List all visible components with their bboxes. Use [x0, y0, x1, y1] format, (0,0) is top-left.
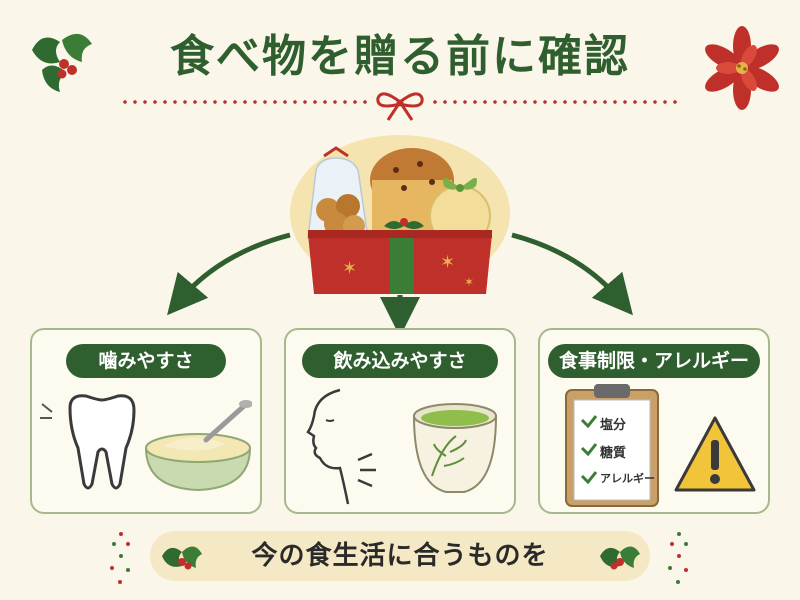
sparkle-dots-right: [668, 532, 688, 584]
checklist-item-allergy: アレルギー: [600, 472, 655, 485]
holly-icon: [600, 546, 640, 570]
sparkle-dots-left: [110, 532, 130, 584]
footer-banner: [150, 531, 650, 581]
ribbon-bow-icon: [376, 92, 424, 121]
checklist-item-salt: 塩分: [600, 418, 627, 433]
card-label-swallowability: 飲み込みやすさ: [302, 344, 498, 378]
checklist-item-sugar: 糖質: [600, 446, 627, 461]
divider-right: [430, 100, 680, 104]
svg-text:✶: ✶: [342, 258, 357, 279]
branch-arrows: [167, 232, 633, 330]
tooth-and-bowl-illustration: [40, 394, 252, 492]
svg-text:✶: ✶: [440, 252, 455, 273]
poinsettia-icon: [705, 26, 779, 110]
divider-left: [120, 100, 370, 104]
footer-message: 今の食生活に合うものを: [251, 541, 549, 571]
clipboard-illustration: [565, 384, 659, 507]
warning-icon: [674, 416, 756, 492]
card-label-dietary-restrictions: 食事制限・アレルギー: [548, 344, 760, 378]
card-label-chewability: 噛みやすさ: [66, 344, 226, 378]
page-title: 食べ物を贈る前に確認: [170, 31, 630, 82]
holly-icon: [162, 546, 202, 570]
holly-icon: [32, 33, 92, 92]
profile-and-tea-illustration: [306, 388, 498, 505]
gift-basket-illustration: ✶ ✶ ✶: [290, 135, 510, 294]
svg-text:✶: ✶: [464, 275, 474, 289]
